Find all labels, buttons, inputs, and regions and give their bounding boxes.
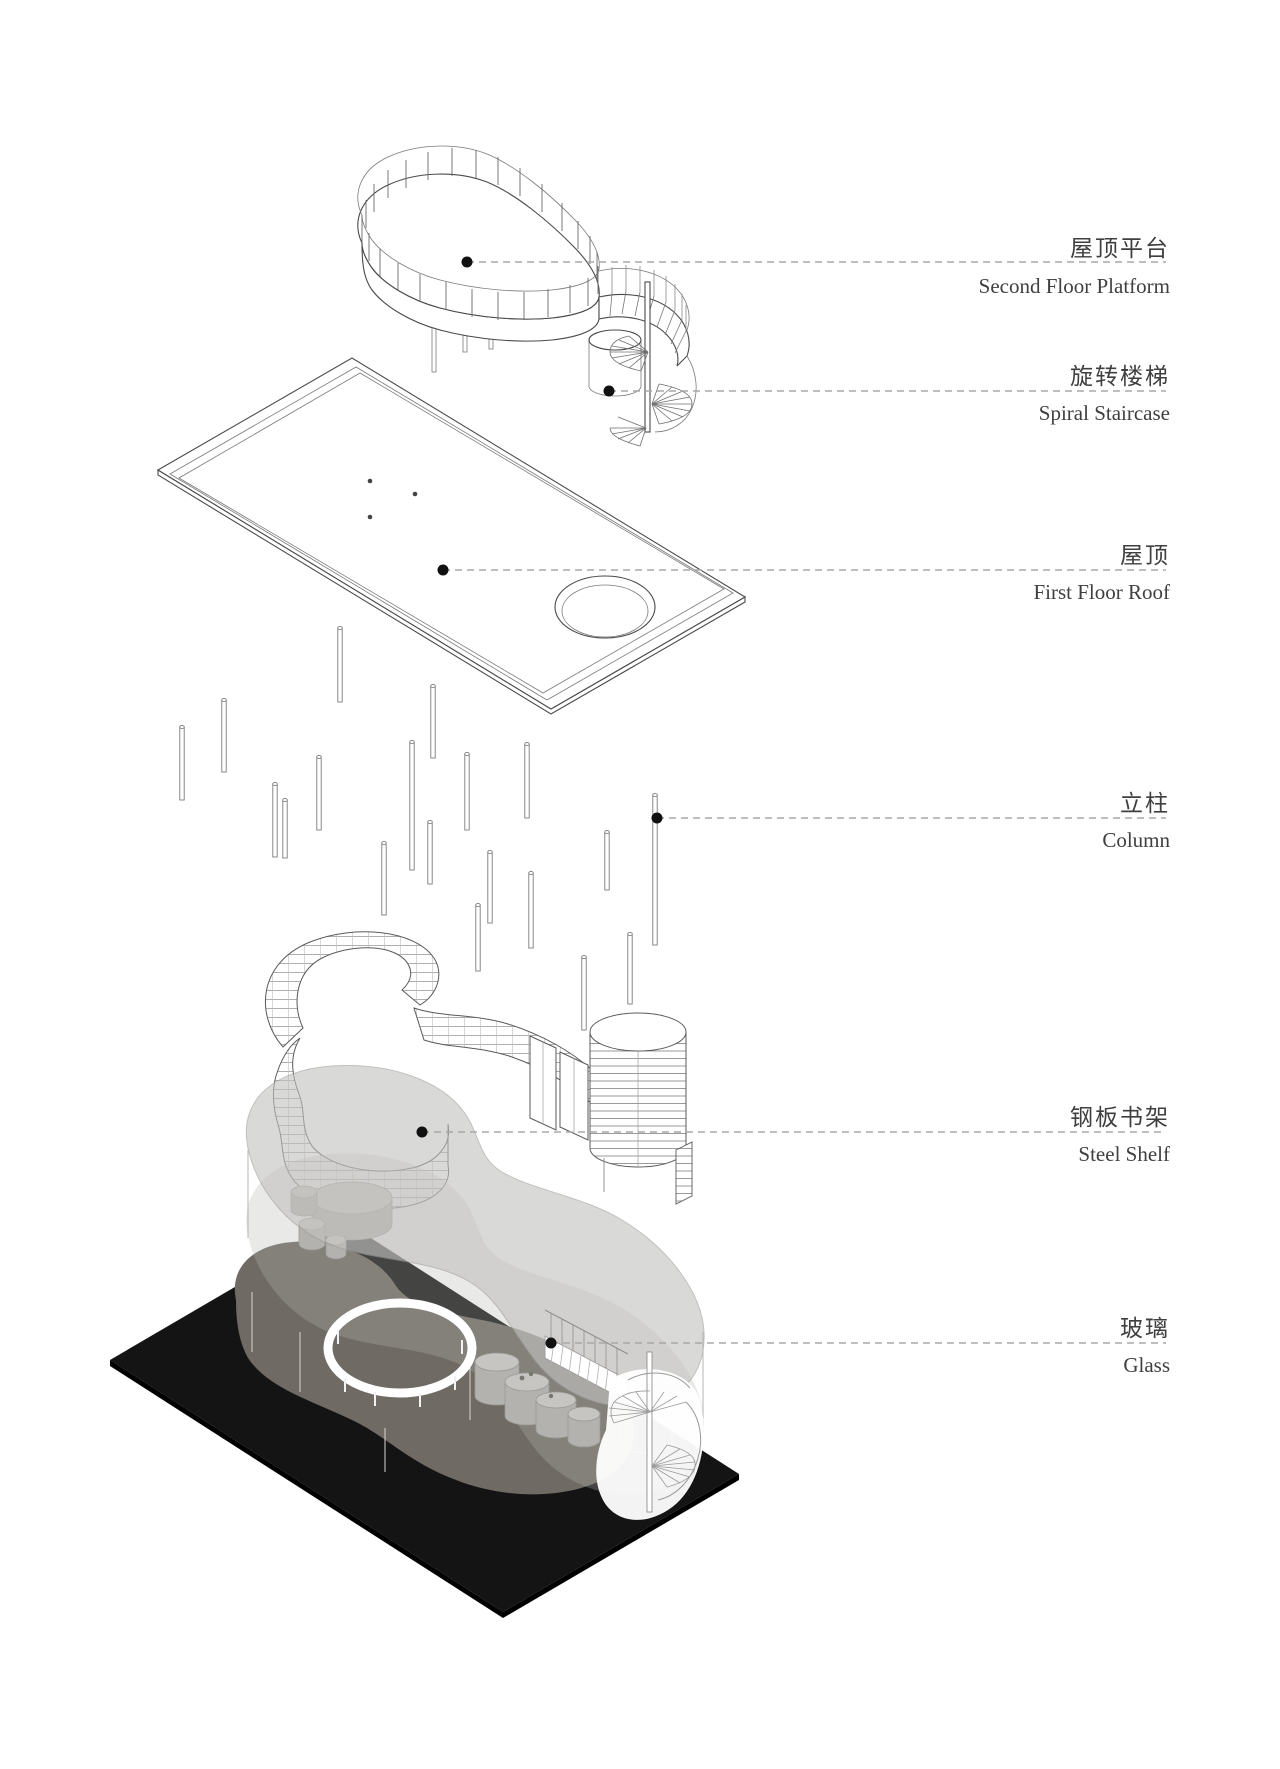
anchor-dot	[416, 1126, 428, 1138]
column	[487, 849, 493, 924]
table-cylinder	[535, 1391, 577, 1439]
platform-railing-rail	[357, 145, 600, 292]
glass-top-surface	[245, 1064, 705, 1408]
platform-railing-posts	[361, 148, 599, 320]
roof-border-inner-1	[169, 366, 734, 701]
label-en: Column	[1102, 828, 1170, 852]
column	[528, 870, 534, 949]
label-zh: 玻璃	[1120, 1316, 1170, 1341]
label-en: Second Floor Platform	[979, 274, 1170, 298]
roof-slab	[156, 357, 747, 710]
anchor-dot	[461, 256, 473, 268]
glass-seam-lines	[251, 1292, 471, 1472]
column	[464, 751, 470, 831]
stair-cylinder	[588, 329, 642, 397]
shelf-upper-loop	[264, 931, 440, 1048]
label-en: First Floor Roof	[1033, 580, 1170, 604]
column	[272, 781, 278, 858]
annotation-spiral-staircase: 旋转楼梯 Spiral Staircase	[603, 364, 1170, 425]
label-en: Spiral Staircase	[1039, 401, 1170, 425]
stair-ramp-balusters	[611, 265, 687, 331]
column	[652, 792, 658, 946]
column	[581, 954, 587, 1031]
stair-step-fan-bottom	[609, 416, 647, 447]
annotation-column: 立柱 Column	[651, 791, 1170, 852]
glass-assembly	[110, 1064, 739, 1618]
label-zh: 旋转楼梯	[1070, 364, 1170, 389]
stair-step-fan-lower	[651, 383, 693, 425]
ground-plate-edge	[110, 1360, 739, 1618]
anchor-dot	[545, 1337, 557, 1349]
spiral-staircase-upper	[588, 265, 697, 447]
column	[475, 902, 481, 972]
annotations: 屋顶平台 Second Floor Platform 旋转楼梯 Spiral S…	[416, 236, 1170, 1377]
plant-dots	[519, 1371, 554, 1399]
reading-ring	[323, 1298, 477, 1407]
columns	[179, 625, 658, 1031]
stair-step-fan-upper	[609, 335, 649, 372]
stair-ramp-steps	[609, 290, 687, 354]
column	[221, 697, 227, 773]
column	[430, 683, 436, 759]
stair-center-pole	[644, 281, 651, 433]
annotation-second-floor-platform: 屋顶平台 Second Floor Platform	[461, 236, 1170, 298]
shelf-door-panels	[529, 1035, 589, 1141]
shelf-cylinder	[589, 1012, 693, 1205]
column	[427, 819, 433, 885]
steel-shelf	[264, 931, 693, 1210]
column	[627, 931, 633, 1005]
annotation-steel-shelf: 钢板书架 Steel Shelf	[416, 1105, 1170, 1166]
first-floor-roof	[156, 357, 747, 715]
label-zh: 立柱	[1120, 791, 1170, 816]
spiral-staircase-lower	[596, 1351, 704, 1520]
column	[381, 840, 387, 916]
anchor-dot	[651, 812, 663, 824]
column	[282, 797, 288, 859]
column	[179, 724, 185, 801]
label-en: Steel Shelf	[1078, 1142, 1170, 1166]
anchor-dot	[603, 385, 615, 397]
column	[604, 829, 610, 891]
interior-floor	[234, 1241, 634, 1495]
roof-border-inner-2	[178, 372, 725, 694]
roof-skylight-hole	[554, 575, 656, 639]
glass-edge-verticals	[247, 1150, 704, 1418]
label-zh: 钢板书架	[1070, 1105, 1170, 1130]
column	[409, 739, 415, 871]
annotation-glass: 玻璃 Glass	[545, 1316, 1170, 1377]
shelf-cylinder-tail	[675, 1141, 693, 1205]
column	[316, 754, 322, 831]
label-zh: 屋顶	[1120, 543, 1170, 568]
stair-outer-rail	[654, 355, 697, 433]
stair-ramp-railing	[598, 268, 690, 331]
label-en: Glass	[1123, 1353, 1170, 1377]
column	[337, 625, 343, 703]
roof-small-dots	[367, 478, 418, 520]
label-zh: 屋顶平台	[1070, 236, 1170, 261]
anchor-dot	[437, 564, 449, 576]
column	[524, 741, 530, 819]
annotation-first-floor-roof: 屋顶 First Floor Roof	[437, 543, 1170, 604]
table-cylinder	[567, 1406, 601, 1448]
